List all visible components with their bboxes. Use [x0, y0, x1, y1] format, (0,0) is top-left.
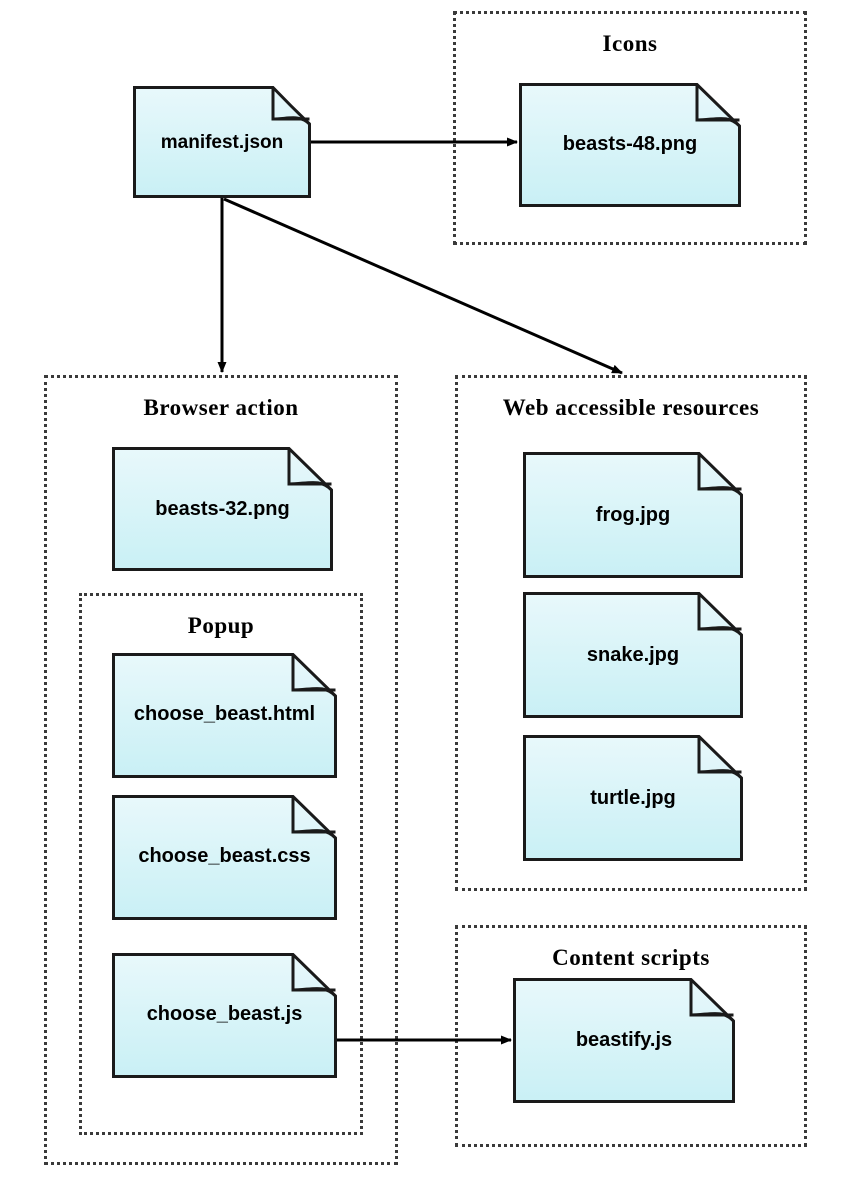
node-beasts-32-png[interactable]: beasts-32.png: [112, 447, 333, 571]
group-popup: Popup: [79, 593, 363, 1135]
group-browser-action: Browser action: [44, 375, 398, 1165]
node-beastify-js[interactable]: beastify.js: [513, 978, 735, 1103]
group-title-icons: Icons: [602, 31, 658, 56]
node-choose-beast-css[interactable]: choose_beast.css: [112, 795, 337, 920]
node-turtle-jpg[interactable]: turtle.jpg: [523, 735, 743, 861]
node-frog-jpg[interactable]: frog.jpg: [523, 452, 743, 578]
node-beasts-48-png[interactable]: beasts-48.png: [519, 83, 741, 207]
node-choose-beast-js[interactable]: choose_beast.js: [112, 953, 337, 1078]
group-icons: Icons: [453, 11, 807, 245]
group-title-popup: Popup: [187, 613, 255, 638]
group-title-content-scripts: Content scripts: [552, 945, 710, 970]
node-snake-jpg[interactable]: snake.jpg: [523, 592, 743, 718]
group-title-web-accessible-resources: Web accessible resources: [502, 395, 760, 420]
group-content-scripts: Content scripts: [455, 925, 807, 1147]
node-choose-beast-html[interactable]: choose_beast.html: [112, 653, 337, 778]
group-web-accessible-resources: Web accessible resources: [455, 375, 807, 891]
node-manifest-json[interactable]: manifest.json: [133, 86, 311, 198]
group-title-browser-action: Browser action: [143, 395, 299, 420]
